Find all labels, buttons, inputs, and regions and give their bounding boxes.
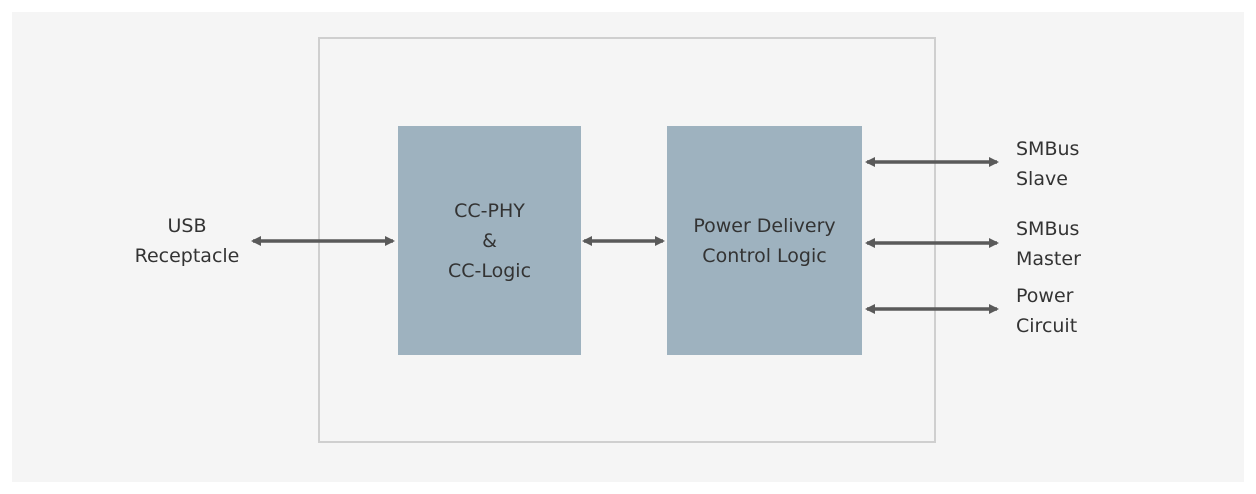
cc-block-line-3: CC-Logic xyxy=(447,259,532,282)
usb-receptacle-label: USB Receptacle xyxy=(118,211,256,271)
usb-label-line-2: Receptacle xyxy=(134,245,240,267)
usb-label-line-1: USB xyxy=(167,215,207,237)
smbus-master-label: SMBus Master xyxy=(1016,214,1081,274)
power-circuit-line-2: Circuit xyxy=(1016,315,1078,337)
cc-phy-logic-block: CC-PHY & CC-Logic xyxy=(398,126,581,355)
smbus-slave-line-1: SMBus xyxy=(1016,138,1080,160)
diagram-background xyxy=(12,12,1244,482)
pd-block-label: Power Delivery Control Logic xyxy=(693,211,835,271)
pd-block-line-1: Power Delivery xyxy=(693,214,836,237)
cc-block-line-1: CC-PHY xyxy=(454,199,525,222)
smbus-slave-line-2: Slave xyxy=(1016,168,1068,190)
pd-block-line-2: Control Logic xyxy=(702,244,827,267)
power-delivery-control-block: Power Delivery Control Logic xyxy=(667,126,862,355)
power-circuit-label: Power Circuit xyxy=(1016,281,1077,341)
smbus-slave-label: SMBus Slave xyxy=(1016,134,1079,194)
smbus-master-line-1: SMBus xyxy=(1016,218,1080,240)
smbus-master-line-2: Master xyxy=(1016,248,1081,270)
cc-block-line-2: & xyxy=(482,229,497,252)
cc-block-label: CC-PHY & CC-Logic xyxy=(448,196,531,286)
power-circuit-line-1: Power xyxy=(1016,285,1074,307)
